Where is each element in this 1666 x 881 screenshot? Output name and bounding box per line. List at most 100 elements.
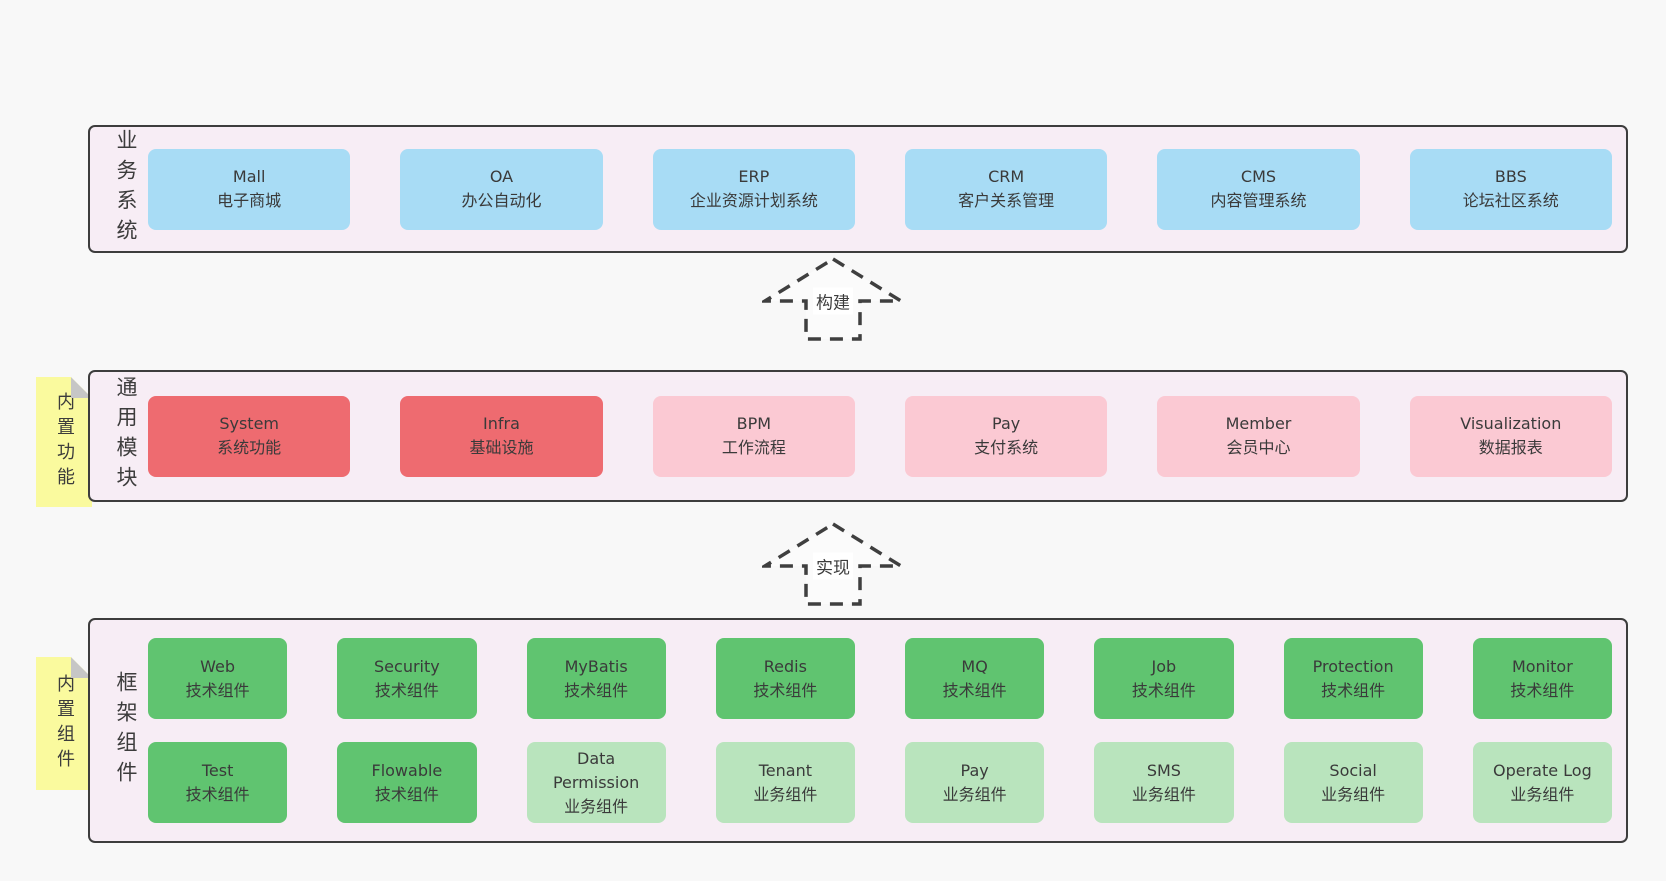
box-mall: Mall 电子商城	[148, 148, 351, 230]
box-name: System	[219, 414, 279, 433]
box-name: CMS	[1240, 167, 1277, 186]
box-crm: CRM 客户关系管理	[904, 148, 1108, 230]
box-description: 工作流程	[721, 438, 786, 457]
layer-business-systems-rows: Mall 电子商城 OA 办公自动化 ERP 企业资源计划系统 CRM 客户关系管理 CMS 内容…	[148, 148, 1612, 230]
box-name: Redis	[763, 656, 807, 676]
box-redis: Redis 技术组件	[715, 638, 855, 719]
layer-business-systems: 业务系统 Mall 电子商城 OA 办公自动化 ERP 企业资源计划系统 CRM 客户关系管理…	[88, 125, 1628, 253]
box-name: Pay	[992, 414, 1021, 433]
box-name: Monitor	[1511, 656, 1573, 676]
box-name: OA	[489, 167, 514, 186]
arrow-implement-label: 实现	[813, 552, 853, 580]
box-pay: Pay 业务组件	[905, 742, 1045, 823]
box-name: Operate Log	[1492, 760, 1592, 780]
box-description: 办公自动化	[461, 191, 542, 210]
box-name: Job	[1151, 656, 1177, 676]
box-job: Job 技术组件	[1094, 638, 1234, 719]
box-oa: OA 办公自动化	[400, 148, 603, 230]
box-description: 技术组件	[185, 784, 250, 804]
box-name: MQ	[961, 656, 988, 676]
box-row: System 系统功能 Infra 基础设施 BPM 工作流程 Pay 支付系统 Member 会…	[148, 395, 1612, 477]
box-description: 业务组件	[942, 784, 1007, 804]
box-system: System 系统功能	[148, 395, 351, 477]
box-erp: ERP 企业资源计划系统	[652, 148, 855, 230]
box-description: 业务组件	[1510, 784, 1575, 804]
box-description: 业务组件	[753, 784, 818, 804]
box-description: 数据报表	[1478, 438, 1543, 457]
arrow-implement: 实现	[762, 521, 904, 607]
box-monitor: Monitor 技术组件	[1472, 638, 1612, 719]
sticky-note-text: 内置组件	[54, 673, 75, 774]
box-name: Protection	[1312, 656, 1394, 676]
box-visualization: Visualization 数据报表	[1409, 395, 1612, 477]
box-bpm: BPM 工作流程	[652, 395, 855, 477]
box-name: Tenant	[758, 760, 812, 780]
box-description: 业务组件	[1321, 784, 1386, 804]
box-member: Member 会员中心	[1157, 395, 1360, 477]
box-description: 基础设施	[469, 438, 534, 457]
box-description: 支付系统	[974, 438, 1039, 457]
box-description: 会员中心	[1226, 438, 1291, 457]
box-description: 技术组件	[753, 680, 818, 700]
box-description: 技术组件	[564, 680, 629, 700]
box-tenant: Tenant 业务组件	[715, 742, 855, 823]
box-test: Test 技术组件	[148, 742, 288, 823]
box-data-permission: Data Permission 业务组件	[526, 742, 666, 823]
box-mybatis: MyBatis 技术组件	[526, 638, 666, 719]
box-name: BPM	[736, 414, 772, 433]
box-description: 技术组件	[1510, 680, 1575, 700]
box-description: 技术组件	[1321, 680, 1386, 700]
box-name: Infra	[483, 414, 520, 433]
box-description: 电子商城	[217, 191, 282, 210]
layer-business-systems-label: 业务系统	[114, 129, 138, 249]
box-description: 技术组件	[942, 680, 1007, 700]
box-description: 论坛社区系统	[1462, 191, 1559, 210]
box-infra: Infra 基础设施	[400, 395, 603, 477]
box-description: 技术组件	[374, 784, 439, 804]
box-name: Mall	[232, 167, 266, 186]
box-name: SMS	[1146, 760, 1181, 780]
box-bbs: BBS 论坛社区系统	[1409, 148, 1612, 230]
box-mq: MQ 技术组件	[905, 638, 1045, 719]
box-name: ERP	[738, 167, 770, 186]
box-row: Mall 电子商城 OA 办公自动化 ERP 企业资源计划系统 CRM 客户关系管理 CMS 内容…	[148, 148, 1612, 230]
arrow-build: 构建	[762, 256, 904, 342]
box-description: 内容管理系统	[1210, 191, 1307, 210]
box-name: CRM	[988, 167, 1025, 186]
box-description: 技术组件	[1131, 680, 1196, 700]
box-name: Test	[201, 760, 234, 780]
box-cms: CMS 内容管理系统	[1157, 148, 1360, 230]
box-name: Social	[1329, 760, 1377, 780]
layer-common-modules-label: 通用模块	[114, 376, 138, 496]
box-description: 客户关系管理	[958, 191, 1055, 210]
layer-common-modules: 通用模块 System 系统功能 Infra 基础设施 BPM 工作流程 Pay 支付系统 Me…	[88, 370, 1628, 502]
box-operate-log: Operate Log 业务组件	[1472, 742, 1612, 823]
sticky-note-text: 内置功能	[54, 392, 75, 492]
box-name: Visualization	[1460, 414, 1562, 433]
box-name: MyBatis	[564, 656, 628, 676]
box-description: 系统功能	[217, 438, 282, 457]
box-pay: Pay 支付系统	[904, 395, 1108, 477]
box-protection: Protection 技术组件	[1283, 638, 1423, 719]
box-description: 技术组件	[185, 680, 250, 700]
box-name: BBS	[1494, 167, 1527, 186]
sticky-note-built-in-features: 内置功能	[36, 377, 92, 507]
box-name: Member	[1225, 414, 1292, 433]
box-name: Security	[374, 656, 440, 676]
box-social: Social 业务组件	[1283, 742, 1423, 823]
box-description: 业务组件	[564, 796, 629, 816]
layer-common-modules-rows: System 系统功能 Infra 基础设施 BPM 工作流程 Pay 支付系统 Member 会…	[148, 395, 1612, 477]
box-description: 企业资源计划系统	[689, 191, 818, 210]
box-name: Data Permission	[552, 748, 640, 792]
box-name: Pay	[960, 760, 989, 780]
sticky-note-built-in-components: 内置组件	[36, 657, 92, 790]
